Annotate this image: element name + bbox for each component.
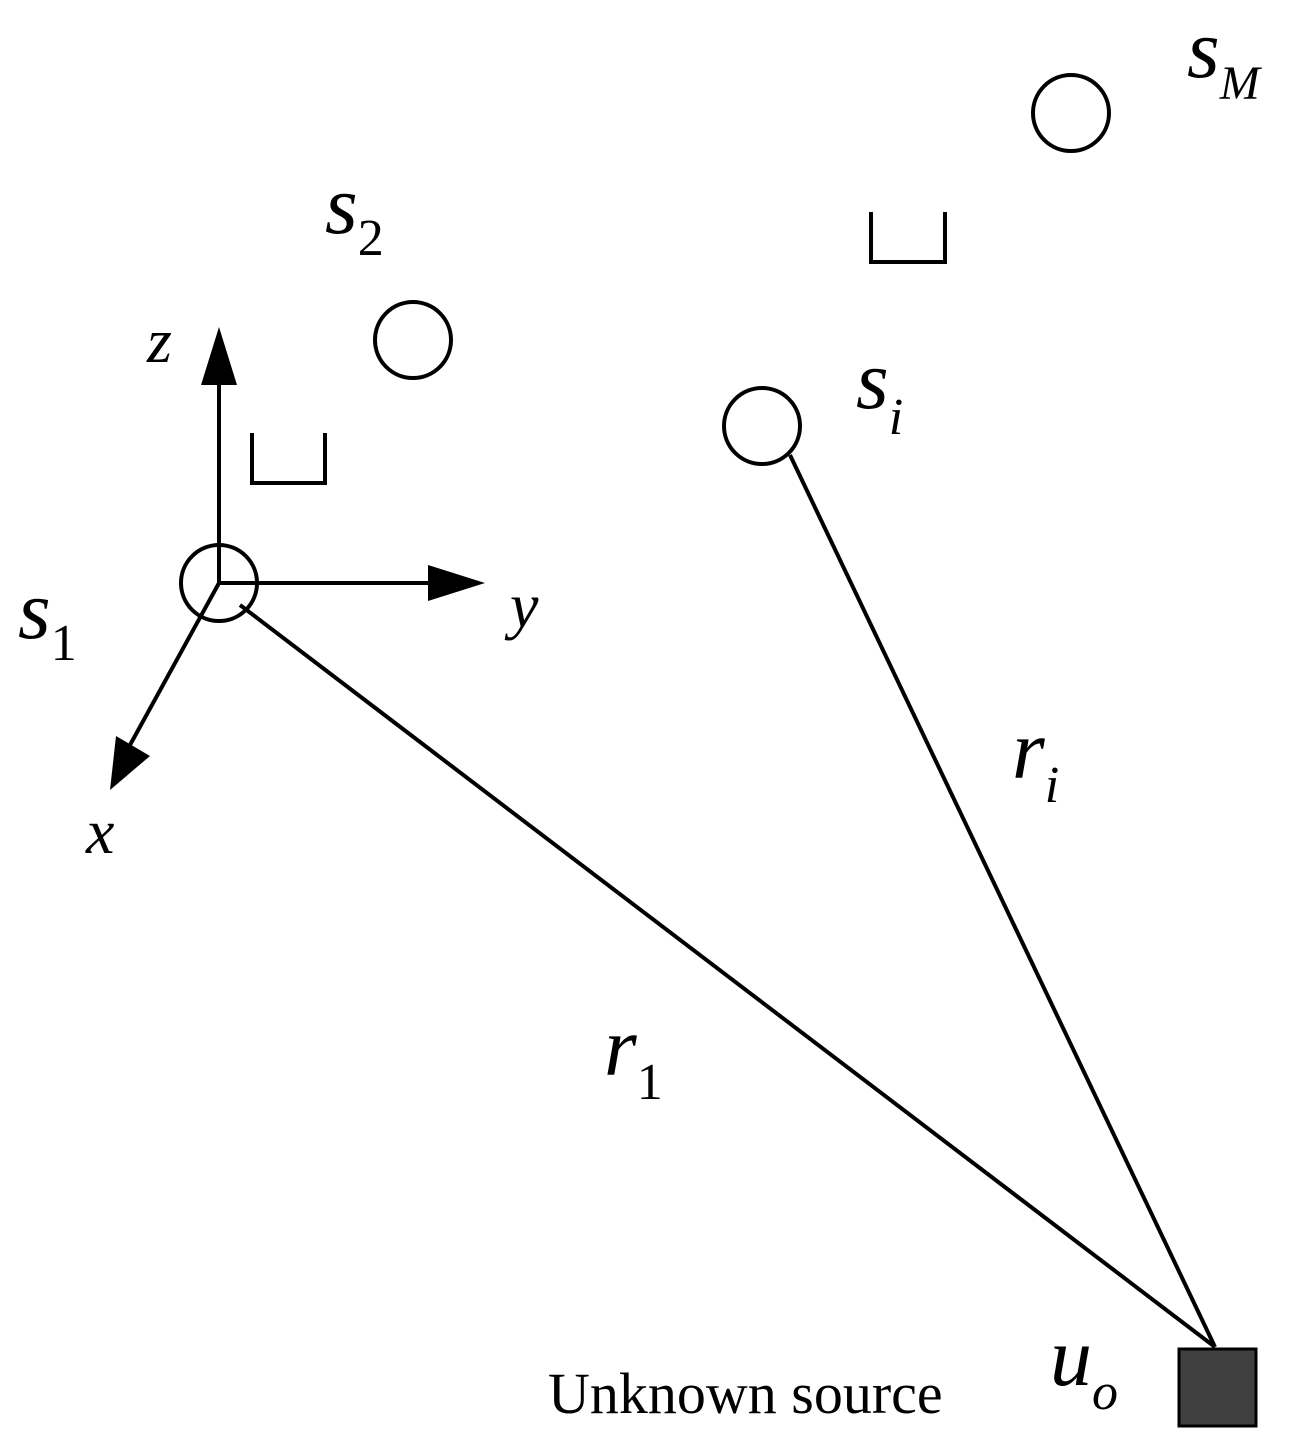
sensor-sM-circle xyxy=(1031,73,1111,153)
sensor-s1-circle xyxy=(179,543,259,623)
range-line-ri xyxy=(788,454,1217,1348)
label-ri: ri xyxy=(1012,704,1059,814)
label-r1: r1 xyxy=(604,1001,663,1111)
right-angle-mark xyxy=(869,212,947,264)
y-axis-label: y xyxy=(504,570,539,641)
range-line-r1 xyxy=(238,603,1217,1349)
x-axis-arrowhead xyxy=(110,736,150,790)
label-s2: s2 xyxy=(325,159,384,267)
label-sM: sM xyxy=(1187,3,1263,110)
unknown-source-caption: Unknown source xyxy=(548,1361,943,1426)
z-axis-label: z xyxy=(146,305,172,376)
sensor-si-circle xyxy=(722,386,802,466)
z-axis-arrowhead xyxy=(201,327,237,385)
right-angle-mark xyxy=(250,433,327,485)
x-axis xyxy=(128,582,221,746)
sensor-s2-circle xyxy=(373,300,453,380)
y-axis-arrowhead xyxy=(428,565,485,601)
x-axis-label: x xyxy=(85,796,114,867)
label-si: si xyxy=(856,334,903,446)
label-uo: uo xyxy=(1050,1311,1118,1421)
unknown-source-marker xyxy=(1177,1347,1258,1428)
label-s1: s1 xyxy=(18,564,77,672)
